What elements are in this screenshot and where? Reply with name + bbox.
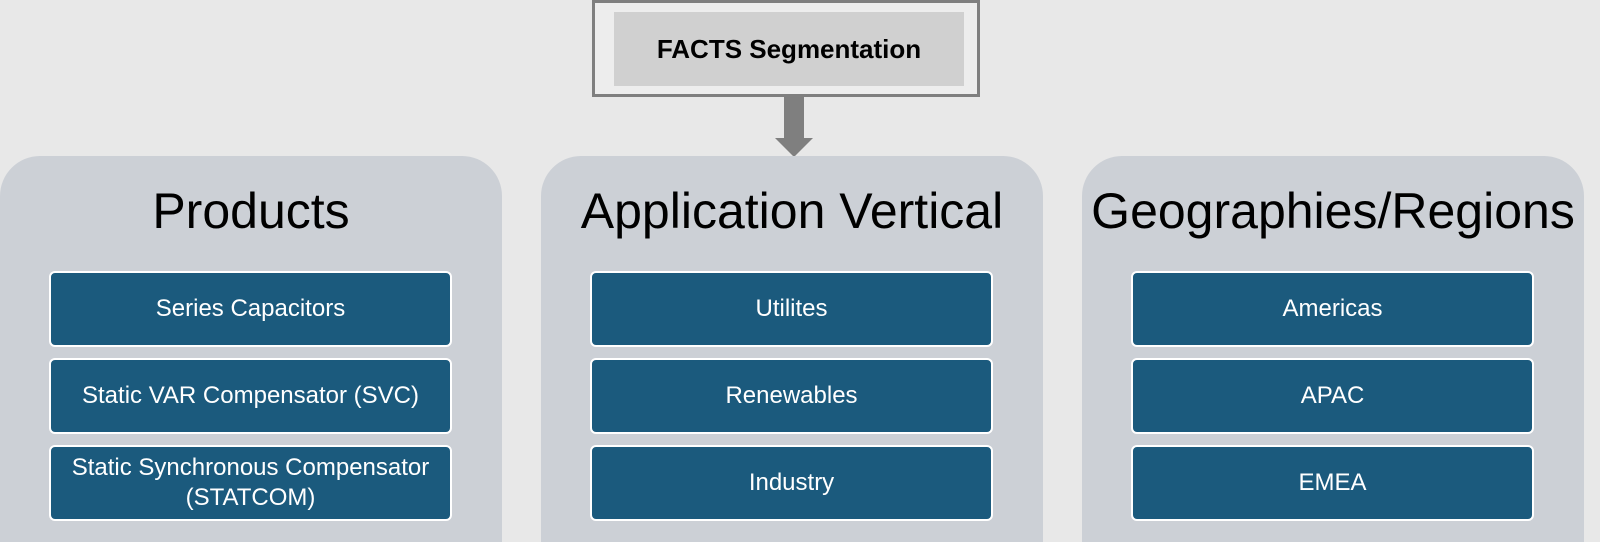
segment-item: Industry xyxy=(590,445,993,521)
connector-arrow-head xyxy=(775,138,813,157)
segment-item: Static VAR Compensator (SVC) xyxy=(49,358,452,434)
segment-item: Utilites xyxy=(590,271,993,347)
panel-heading: Application Vertical xyxy=(580,183,1004,239)
segment-item: Static Synchronous Compensator (STATCOM) xyxy=(49,445,452,521)
connector-arrow-shaft xyxy=(784,97,804,139)
segment-item: EMEA xyxy=(1131,445,1534,521)
panel-products: Products Series Capacitors Static VAR Co… xyxy=(0,156,502,542)
segment-item: Series Capacitors xyxy=(49,271,452,347)
segment-item: Americas xyxy=(1131,271,1534,347)
segment-item: APAC xyxy=(1131,358,1534,434)
panel-geographies-regions: Geographies/Regions Americas APAC EMEA xyxy=(1082,156,1584,542)
title-box: FACTS Segmentation xyxy=(592,0,980,97)
panel-heading: Geographies/Regions xyxy=(1091,183,1575,239)
panel-heading: Products xyxy=(152,183,350,239)
diagram-title: FACTS Segmentation xyxy=(614,12,964,86)
panel-application-vertical: Application Vertical Utilites Renewables… xyxy=(541,156,1043,542)
segment-item: Renewables xyxy=(590,358,993,434)
